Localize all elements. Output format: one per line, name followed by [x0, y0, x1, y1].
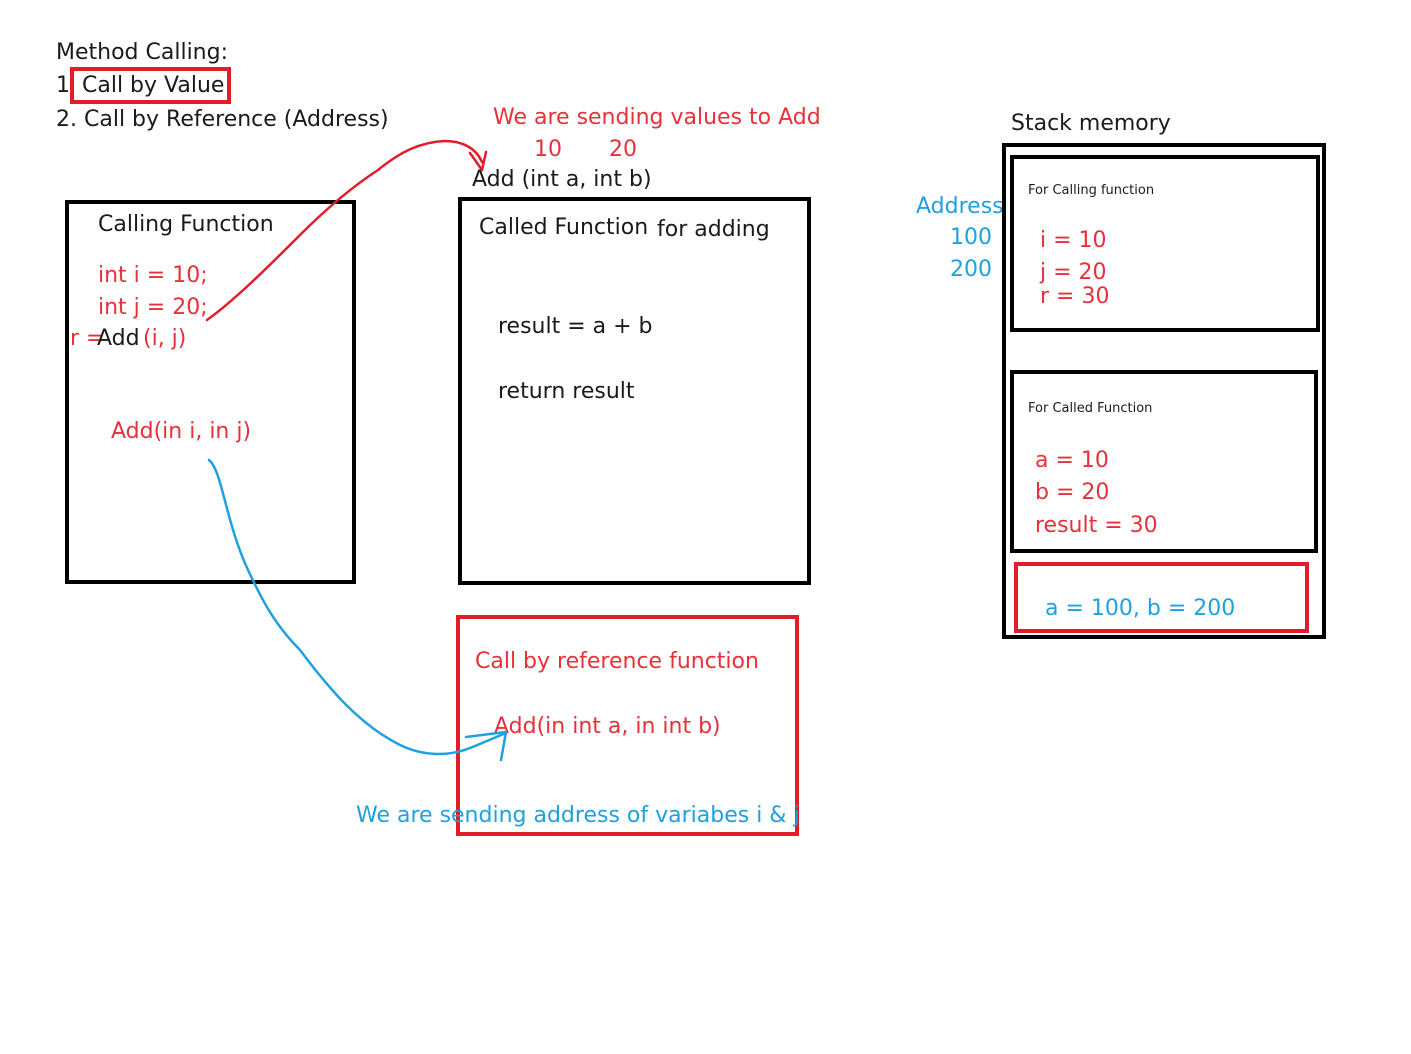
stack-memory-box: [1002, 143, 1326, 639]
stack-frame-calling-i: i = 10: [1040, 228, 1107, 253]
calling-ref-call: Add(in i, in j): [111, 419, 252, 444]
stack-frame-calling-r: r = 30: [1040, 284, 1110, 309]
stack-ref-frame-values: a = 100, b = 200: [1045, 596, 1236, 621]
heading-item1-label: Call by Value: [82, 73, 225, 98]
calling-line-j: int j = 20;: [98, 295, 208, 320]
sending-values-note: We are sending values to Add: [493, 105, 821, 130]
stack-frame-calling-label: For Calling function: [1028, 183, 1155, 198]
address-200: 200: [950, 257, 992, 282]
called-function-box: [458, 197, 811, 585]
stack-frame-called: [1010, 370, 1318, 553]
heading-item1-prefix: 1: [56, 73, 70, 98]
called-line-result: result = a + b: [498, 314, 653, 339]
stack-frame-called-b: b = 20: [1035, 480, 1110, 505]
called-function-note: for adding: [657, 217, 770, 242]
call-by-value-highlight-box: [70, 67, 231, 104]
stack-frame-called-result: result = 30: [1035, 513, 1158, 538]
calling-function-title: Calling Function: [98, 212, 274, 237]
called-line-return: return result: [498, 379, 635, 404]
stack-title: Stack memory: [1011, 111, 1171, 136]
address-label: Address: [916, 194, 1004, 219]
value-b: 20: [609, 137, 637, 162]
calling-line-i: int i = 10;: [98, 263, 208, 288]
address-100: 100: [950, 225, 992, 250]
stack-frame-calling: [1010, 155, 1320, 332]
heading-title: Method Calling:: [56, 40, 229, 65]
stack-frame-calling-j: j = 20: [1040, 260, 1107, 285]
add-signature: Add (int a, int b): [472, 167, 652, 192]
calling-call-prefix: r =: [70, 326, 105, 351]
value-a: 10: [534, 137, 562, 162]
sending-address-note: We are sending address of variabes i & j: [356, 803, 800, 828]
reference-function-title: Call by reference function: [475, 649, 759, 674]
heading-item2: 2. Call by Reference (Address): [56, 107, 389, 132]
stack-frame-called-a: a = 10: [1035, 448, 1109, 473]
calling-call-name: Add: [97, 326, 140, 351]
stack-frame-called-label: For Called Function: [1028, 401, 1153, 416]
called-function-title: Called Function: [479, 215, 649, 240]
stack-ref-frame: [1014, 562, 1309, 633]
calling-call-args: (i, j): [143, 326, 187, 351]
reference-function-signature: Add(in int a, in int b): [494, 714, 721, 739]
calling-function-box: [65, 200, 356, 584]
